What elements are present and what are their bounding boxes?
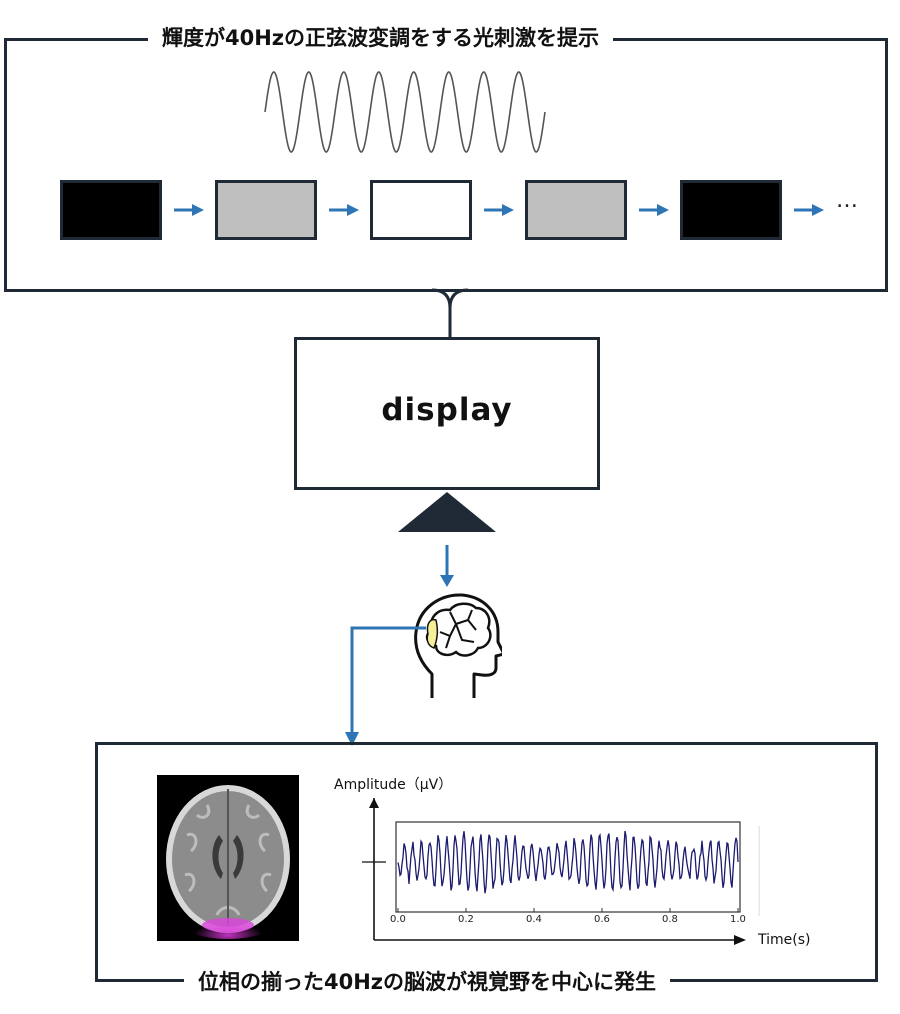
sequence-arrow — [794, 204, 824, 216]
x-axis-label: Time(s) — [758, 932, 811, 948]
display-label: display — [381, 392, 513, 428]
display-to-head-arrow — [440, 545, 454, 587]
x-tick-label: 0.8 — [662, 914, 678, 925]
stimulus-panel-title: 輝度が40Hzの正弦波変調をする光刺激を提示 — [148, 24, 614, 52]
result-panel-title: 位相の揃った40Hzの脳波が視覚野を中心に発生 — [184, 968, 671, 996]
y-axis-label: Amplitude（μV） — [334, 777, 453, 793]
white-frame — [370, 180, 472, 240]
triangle-stand-icon — [398, 492, 496, 532]
sequence-arrow — [329, 204, 359, 216]
x-tick-label: 0.0 — [390, 914, 406, 925]
sequence-arrow — [639, 204, 669, 216]
mri-brain-image — [157, 775, 299, 941]
x-tick-label: 0.4 — [526, 914, 542, 925]
sequence-arrow — [174, 204, 204, 216]
gray-frame — [525, 180, 627, 240]
eeg-chart — [362, 798, 760, 945]
black-frame — [680, 180, 782, 240]
x-tick-label: 0.2 — [458, 914, 474, 925]
gray-frame — [215, 180, 317, 240]
display-box: display — [294, 337, 600, 490]
head-to-results-arrow — [345, 626, 426, 746]
eeg-waveform — [397, 830, 739, 894]
panel-to-display-connector — [431, 288, 469, 338]
head-brain-icon — [414, 593, 502, 698]
black-frame — [60, 180, 162, 240]
x-tick-label: 1.0 — [730, 914, 746, 925]
sine-wave — [264, 71, 546, 153]
x-tick-label: 0.6 — [594, 914, 610, 925]
continuation-ellipsis: … — [836, 188, 860, 213]
sequence-arrow — [484, 204, 514, 216]
